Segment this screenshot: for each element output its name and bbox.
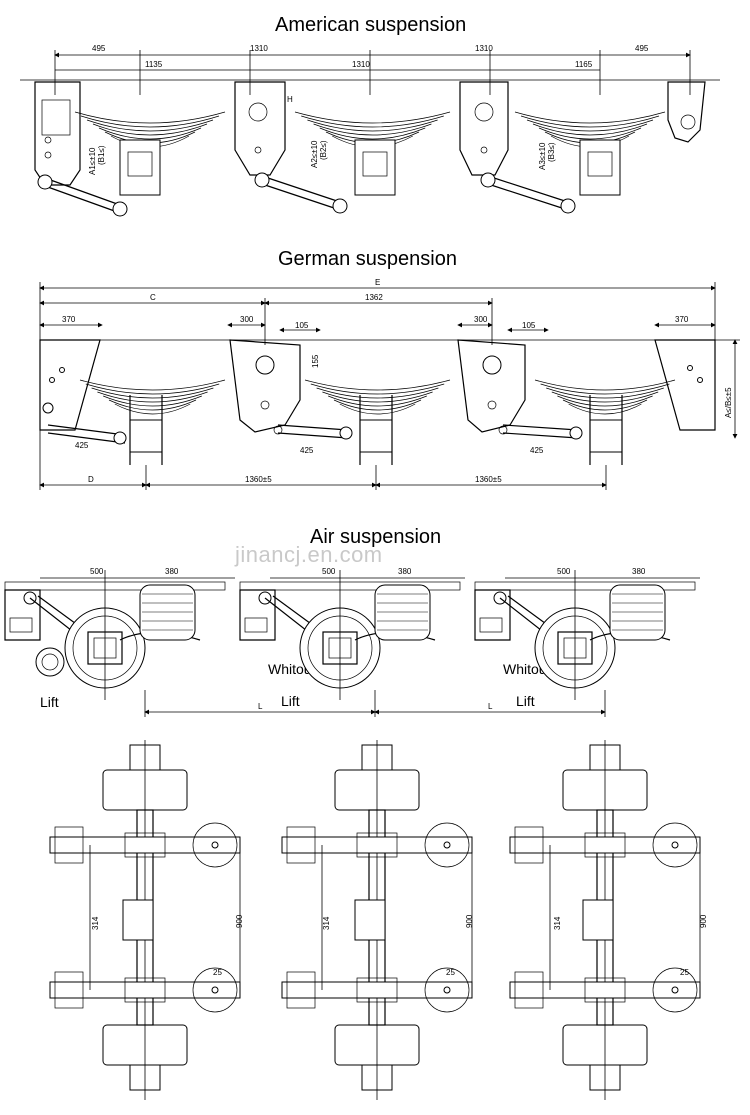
- air-u1-d2: 380: [165, 567, 179, 576]
- axle-u3-d25: 25: [680, 968, 689, 977]
- de-dim-1360-2: 1360±5: [475, 475, 502, 484]
- american-suspension-diagram: 495 1310 1310 495 1135 1310 1165 H: [20, 44, 720, 217]
- de-dim-105-1: 105: [295, 321, 309, 330]
- am-dim-second-1: 1135: [145, 60, 163, 69]
- axle-u2-d900: 900: [465, 914, 474, 928]
- am-label-b1: (B1≤): [97, 145, 106, 165]
- de-dim-300-1: 300: [240, 315, 254, 324]
- axle-top-view-diagram: 314 900 25 314 900 25 314 900 25: [49, 740, 708, 1100]
- am-dim-top-2: 1310: [250, 44, 268, 53]
- de-spring-3: [534, 379, 676, 415]
- de-dim-300-2: 300: [474, 315, 488, 324]
- air-unit-3: [474, 570, 696, 700]
- de-dim-1360-1: 1360±5: [245, 475, 272, 484]
- axle-u1-d314: 314: [91, 916, 100, 930]
- air-dim-l-1: L: [258, 702, 263, 711]
- am-label-a3: A3≤±10: [538, 142, 547, 170]
- am-dim-second-2: 1310: [352, 60, 370, 69]
- axle-u2-d25: 25: [446, 968, 455, 977]
- de-dim-370-right: 370: [675, 315, 689, 324]
- de-dim-370-left: 370: [62, 315, 76, 324]
- air-dim-l-2: L: [488, 702, 493, 711]
- air-u2-d2: 380: [398, 567, 412, 576]
- am-dim-top-4: 495: [635, 44, 649, 53]
- axle-u2-d314: 314: [322, 916, 331, 930]
- de-dim-d: D: [88, 475, 94, 484]
- de-spring-1: [79, 379, 226, 415]
- axle-u3-d314: 314: [553, 916, 562, 930]
- air-unit-2-caption: Lift: [281, 693, 300, 709]
- axle-u3-d900: 900: [699, 914, 708, 928]
- de-dim-1362: 1362: [365, 293, 383, 302]
- am-label-h: H: [287, 95, 293, 104]
- axle-u1-d900: 900: [235, 914, 244, 928]
- de-dim-c: C: [150, 293, 156, 302]
- axle-unit-1: [49, 740, 241, 1100]
- de-arm-425-1: 425: [75, 441, 89, 450]
- air-suspension-title: Air suspension: [310, 526, 442, 548]
- de-dim-side: A≤/B≤±5: [724, 387, 733, 418]
- am-spring-1: [74, 111, 226, 148]
- am-label-a1: A1≤±10: [88, 147, 97, 175]
- am-dim-top-3: 1310: [475, 44, 493, 53]
- de-dim-e: E: [375, 278, 380, 287]
- air-u1-d1: 500: [90, 567, 104, 576]
- axle-unit-3: [509, 740, 701, 1100]
- de-dim-105-2: 105: [522, 321, 536, 330]
- air-unit-1-caption: Lift: [40, 694, 59, 710]
- am-label-a2: A2≤±10: [310, 140, 319, 168]
- am-label-b2: (B2≤): [319, 140, 328, 160]
- american-suspension-title: American suspension: [275, 14, 467, 36]
- de-arm-425-3: 425: [530, 446, 544, 455]
- watermark: jinancj.en.com: [235, 542, 383, 567]
- air-suspension-diagram: 500 380 500 380 500 380 L L: [4, 567, 700, 717]
- am-dim-top-1: 495: [92, 44, 106, 53]
- de-dim-155: 155: [311, 354, 320, 368]
- axle-u1-d25: 25: [213, 968, 222, 977]
- am-dim-second-3: 1165: [575, 60, 593, 69]
- air-unit-2: [239, 570, 461, 700]
- axle-unit-2: [281, 740, 473, 1100]
- air-u3-d1: 500: [557, 567, 571, 576]
- air-unit-3-caption: Lift: [516, 693, 535, 709]
- de-spring-2: [304, 379, 451, 415]
- am-label-b3: (B3≤): [547, 142, 556, 162]
- air-u2-d1: 500: [322, 567, 336, 576]
- air-u3-d2: 380: [632, 567, 646, 576]
- de-arm-425-2: 425: [300, 446, 314, 455]
- german-suspension-diagram: E C 1362 370 300 105 300 105 370 155 A≤/…: [39, 278, 740, 490]
- german-suspension-title: German suspension: [278, 248, 457, 270]
- air-unit-1: [4, 570, 226, 700]
